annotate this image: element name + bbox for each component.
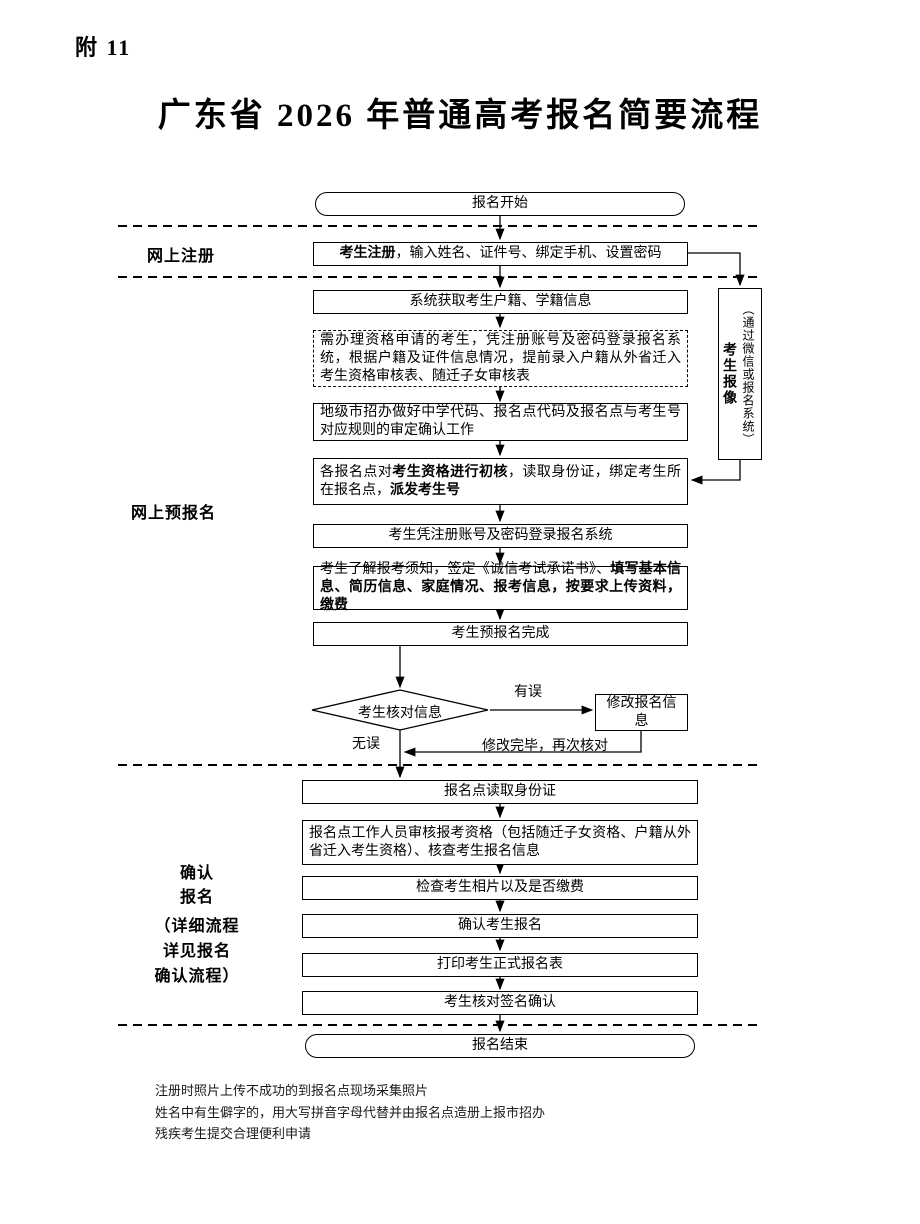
stage-label-confirm: 确认 报名 — [171, 862, 223, 910]
flow-box-fill-info-text: 考生了解报考须知，签定《诚信考试承诺书》、填写基本信息、简历信息、家庭情况、报考… — [320, 562, 681, 613]
flow-box-site-check: 各报名点对考生资格进行初核，读取身份证，绑定考生所在报名点，派发考生号 — [313, 458, 688, 505]
branch-label-recheck: 修改完毕，再次核对 — [482, 739, 608, 754]
stage-label-confirm-note-line3: 确认流程） — [154, 968, 240, 985]
stage-label-online-register: 网上注册 — [147, 248, 216, 265]
branch-label-has-error: 有误 — [514, 685, 542, 700]
flow-end-node: 报名结束 — [305, 1034, 695, 1058]
photo-upload-note: （通过微信或报名系统） — [741, 302, 755, 446]
flow-box-check-photo-text: 检查考生相片以及是否缴费 — [416, 880, 584, 895]
flow-start-node: 报名开始 — [315, 192, 685, 216]
stage-label-confirm-line1: 确认 — [179, 865, 214, 882]
flow-box-system-fetch-text: 系统获取考生户籍、学籍信息 — [409, 294, 592, 309]
flow-box-pre-done: 考生预报名完成 — [313, 622, 688, 646]
flow-box-read-id-text: 报名点读取身份证 — [444, 784, 556, 799]
stage-label-confirm-note-line1: （详细流程 — [154, 918, 240, 935]
flow-box-register-text: 考生注册，输入姓名、证件号、绑定手机、设置密码 — [339, 246, 662, 261]
stage-label-confirm-note: （详细流程 详见报名 确认流程） — [141, 914, 253, 989]
flow-box-confirm: 确认考生报名 — [302, 914, 698, 938]
flow-box-fill-info: 考生了解报考须知，签定《诚信考试承诺书》、填写基本信息、简历信息、家庭情况、报考… — [313, 562, 688, 613]
flow-box-confirm-text: 确认考生报名 — [458, 918, 542, 933]
flow-box-register: 考生注册，输入姓名、证件号、绑定手机、设置密码 — [313, 242, 688, 266]
flow-box-sign: 考生核对签名确认 — [302, 991, 698, 1015]
branch-label-no-error: 无误 — [352, 737, 380, 752]
page-title: 广东省 2026 年普通高考报名简要流程 — [157, 98, 763, 134]
stage-label-confirm-line2: 报名 — [179, 889, 214, 906]
section-separators — [118, 225, 758, 1026]
footnote-1: 注册时照片上传不成功的到报名点现场采集照片 — [155, 1083, 429, 1098]
flow-box-qualification-text: 需办理资格申请的考生，凭注册账号及密码登录报名系统，根据户籍及证件信息情况，提前… — [320, 332, 681, 384]
footnote-2: 姓名中有生僻字的，用大写拼音字母代替并由报名点造册上报市招办 — [155, 1104, 546, 1120]
photo-upload-box: （通过微信或报名系统） 考生报像 — [718, 288, 762, 460]
flow-box-system-fetch: 系统获取考生户籍、学籍信息 — [313, 290, 688, 314]
flow-box-modify-text: 修改报名信息 — [606, 695, 677, 729]
flow-box-sign-text: 考生核对签名确认 — [444, 995, 556, 1010]
flow-box-print-text: 打印考生正式报名表 — [437, 957, 563, 972]
stage-label-online-pre-register: 网上预报名 — [131, 505, 217, 522]
flow-box-login: 考生凭注册账号及密码登录报名系统 — [313, 524, 688, 548]
flow-box-city-office-text: 地级市招办做好中学代码、报名点代码及报名点与考生号对应规则的审定确认工作 — [320, 405, 681, 438]
footnotes: 注册时照片上传不成功的到报名点现场采集照片 姓名中有生僻字的，用大写拼音字母代替… — [155, 1080, 545, 1145]
flow-box-login-text: 考生凭注册账号及密码登录报名系统 — [388, 528, 613, 543]
flow-box-qualification: 需办理资格申请的考生，凭注册账号及密码登录报名系统，根据户籍及证件信息情况，提前… — [313, 330, 688, 387]
flow-start-text: 报名开始 — [472, 196, 528, 211]
photo-upload-label: 考生报像 — [721, 342, 736, 406]
flow-end-text: 报名结束 — [472, 1038, 528, 1053]
attachment-number: 附 11 — [75, 35, 132, 60]
flow-box-site-check-text: 各报名点对考生资格进行初核，读取身份证，绑定考生所在报名点，派发考生号 — [320, 464, 682, 498]
flow-arrows — [395, 216, 745, 1033]
flow-box-review: 报名点工作人员审核报考资格（包括随迁子女资格、户籍从外省迁入考生资格）、核查考生… — [302, 820, 698, 865]
decision-diamond-shape — [311, 689, 489, 731]
footnote-3: 残疾考生提交合理便利申请 — [155, 1126, 312, 1141]
flow-box-check-photo: 检查考生相片以及是否缴费 — [302, 876, 698, 900]
flow-box-modify: 修改报名信息 — [595, 694, 688, 731]
flow-box-pre-done-text: 考生预报名完成 — [451, 626, 550, 641]
flow-box-review-text: 报名点工作人员审核报考资格（包括随迁子女资格、户籍从外省迁入考生资格）、核查考生… — [309, 825, 691, 859]
flow-box-print: 打印考生正式报名表 — [302, 953, 698, 977]
flow-box-read-id: 报名点读取身份证 — [302, 780, 698, 804]
decision-verify-info: 考生核对信息 — [358, 706, 442, 721]
stage-label-confirm-note-line2: 详见报名 — [162, 943, 231, 960]
flow-box-city-office: 地级市招办做好中学代码、报名点代码及报名点与考生号对应规则的审定确认工作 — [313, 403, 688, 441]
